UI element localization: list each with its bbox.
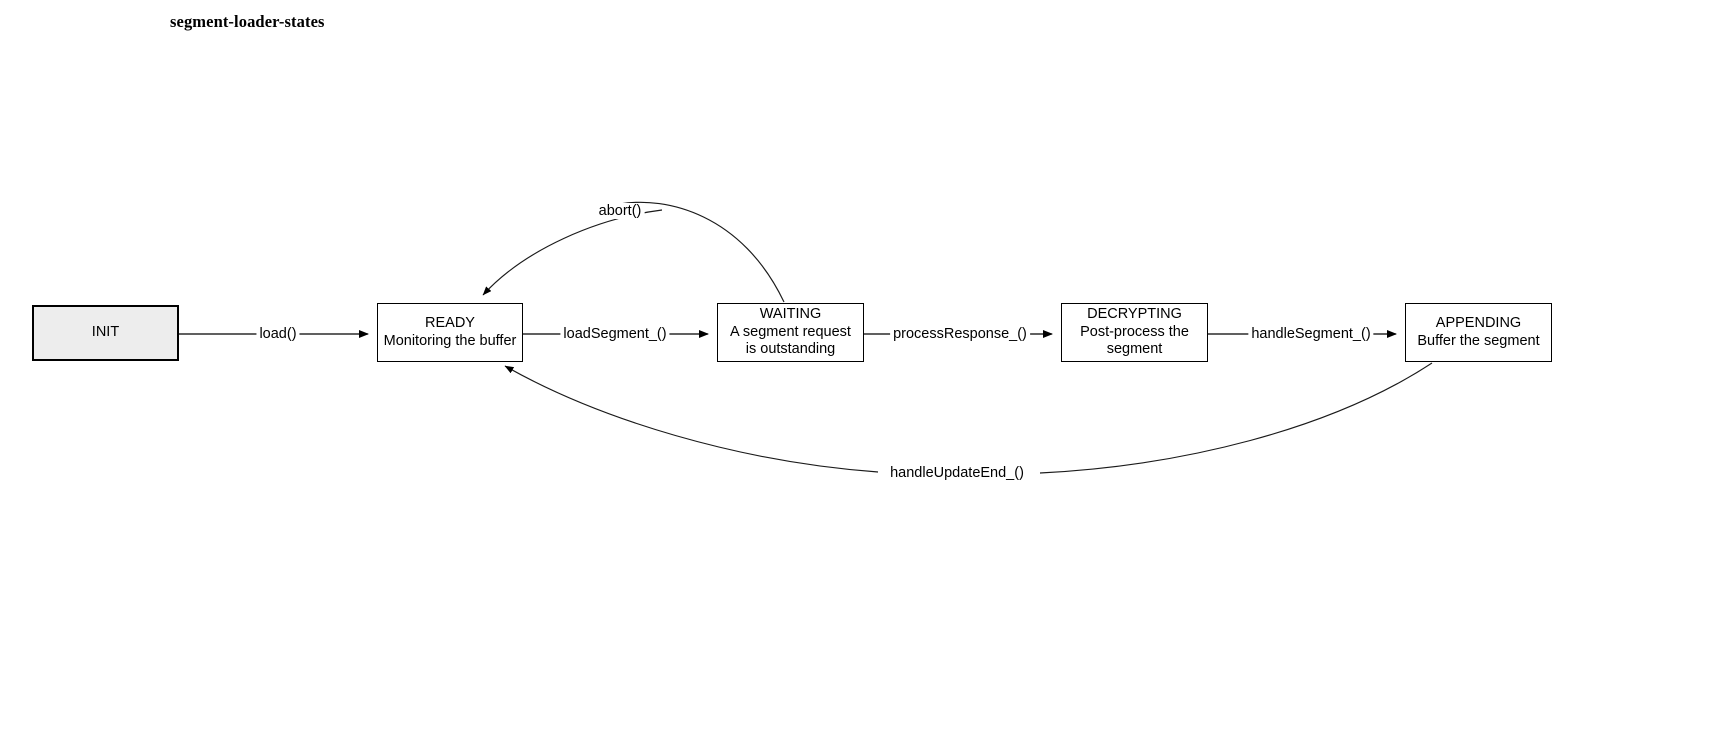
state-node-decrypting[interactable]: DECRYPTING Post-process the segment <box>1061 303 1208 362</box>
edge-appending-to-ready-handleupdateend-tail <box>504 365 879 473</box>
state-node-decrypting-title: DECRYPTING <box>1087 306 1182 323</box>
edge-label-load-segment: loadSegment_() <box>560 326 670 342</box>
state-node-decrypting-desc-1: Post-process the <box>1080 323 1189 340</box>
edge-label-abort: abort() <box>595 203 645 219</box>
state-node-ready-title: READY <box>425 315 475 331</box>
state-node-appending-desc-1: Buffer the segment <box>1417 332 1540 349</box>
state-node-ready[interactable]: READY Monitoring the buffer <box>377 303 523 362</box>
state-node-waiting[interactable]: WAITING A segment request is outstanding <box>717 303 864 362</box>
edge-label-handle-segment: handleSegment_() <box>1248 326 1374 342</box>
page-title: segment-loader-states <box>170 12 325 31</box>
state-node-decrypting-desc-2: segment <box>1106 341 1163 358</box>
edge-label-process-response: processResponse_() <box>890 326 1030 342</box>
state-node-ready-desc-1: Monitoring the buffer <box>383 332 517 349</box>
state-node-init-title: INIT <box>91 324 120 341</box>
state-node-appending-title: APPENDING <box>1435 315 1522 331</box>
state-node-waiting-desc-2: is outstanding <box>745 341 836 358</box>
edge-label-handle-update-end: handleUpdateEnd_() <box>887 465 1027 481</box>
edge-waiting-to-ready-abort-tail <box>482 209 663 296</box>
state-node-waiting-title: WAITING <box>759 306 822 323</box>
state-node-init[interactable]: INIT <box>32 305 179 361</box>
state-node-appending[interactable]: APPENDING Buffer the segment <box>1405 303 1552 362</box>
edge-label-load: load() <box>256 326 300 342</box>
edge-appending-to-ready-handleupdateend <box>1039 362 1433 474</box>
state-node-waiting-desc-1: A segment request <box>730 323 851 340</box>
edge-waiting-to-ready-abort <box>619 201 785 303</box>
